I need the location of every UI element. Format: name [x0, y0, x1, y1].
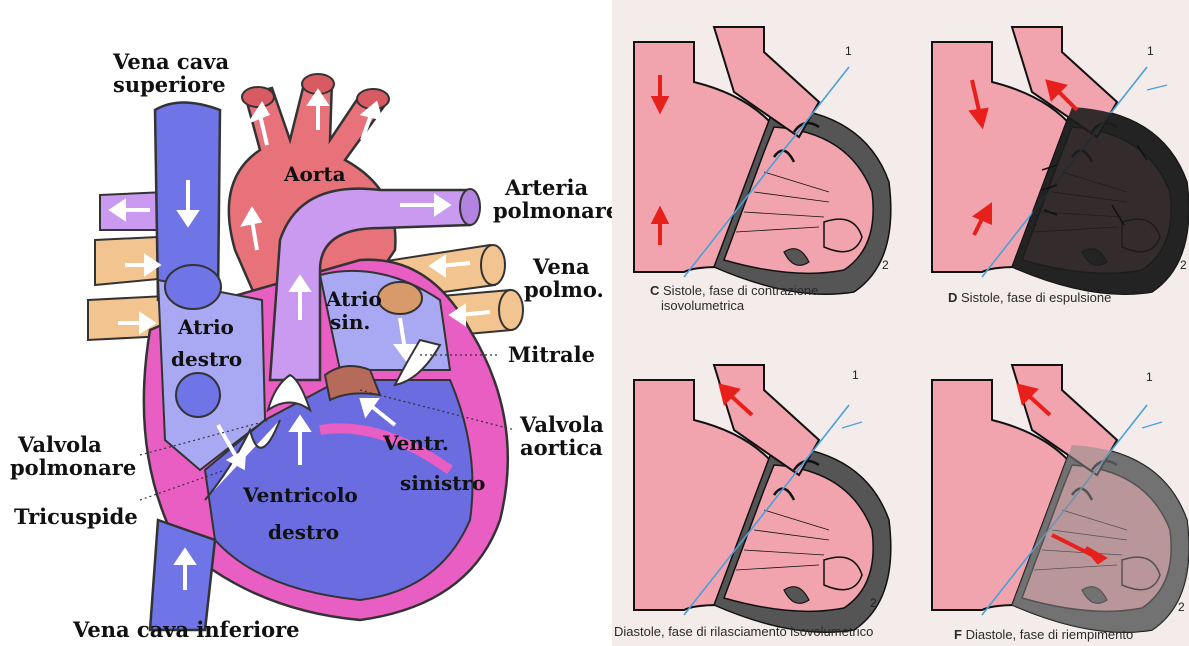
- label-ventr-sinistro-2: sinistro: [400, 472, 485, 495]
- label-atrio-destro-1: Atrio: [178, 316, 234, 339]
- label-atrio-sin-1: Atrio: [326, 288, 382, 311]
- panel-f-caption-line-1: Diastole, fase di riempimento: [966, 627, 1134, 642]
- label-valvola-aortica-1: Valvola: [520, 413, 604, 436]
- panel-f-line-2: 2: [1178, 600, 1185, 614]
- panel-e-caption-line-1: Diastole, fase di rilasciamento isovolum…: [614, 624, 873, 639]
- panel-d-line-2: 2: [1180, 258, 1187, 272]
- panel-e-heart: [634, 365, 891, 632]
- panel-c-letter: C: [650, 283, 659, 298]
- label-valvola-polmonare-2: polmonare: [10, 456, 136, 479]
- label-ventr-sinistro-1: Ventr.: [383, 432, 449, 455]
- panel-f-line-1: 1: [1146, 370, 1153, 384]
- label-vena-polmo-1: Vena: [533, 255, 590, 278]
- panel-e-line-1: 1: [852, 368, 859, 382]
- label-aorta: Aorta: [284, 163, 346, 186]
- cardiac-cycle-drawing: [612, 0, 1189, 646]
- panel-d-line-1: 1: [1147, 44, 1154, 58]
- label-arteria-polmonare-2: polmonare: [493, 199, 619, 222]
- panel-c-heart: [634, 27, 891, 294]
- panel-d-caption: D Sistole, fase di espulsione: [948, 290, 1111, 305]
- label-atrio-sin-2: sin.: [330, 311, 370, 334]
- panel-e-line-2: 2: [870, 596, 877, 610]
- label-mitrale: Mitrale: [508, 343, 595, 366]
- panel-c-line-1: 1: [845, 44, 852, 58]
- panel-c-caption: C Sistole, fase di contrazione isovolume…: [650, 283, 818, 313]
- label-vena-cava-superiore-2: superiore: [113, 73, 226, 96]
- inferior-vena-cava: [150, 520, 215, 630]
- heart-drawing: [0, 0, 612, 646]
- panel-c-caption-line-2: isovolumetrica: [650, 298, 744, 313]
- cardiac-cycle-figure: 1 2 1 2 1 2 1 2 C Sistole, fase di contr…: [612, 0, 1189, 646]
- heart-anatomy-diagram: Vena cava superiore Aorta Arteria polmon…: [0, 0, 612, 646]
- label-valvola-aortica-2: aortica: [520, 436, 603, 459]
- label-vena-cava-inferiore: Vena cava inferiore: [73, 618, 300, 641]
- panel-d-caption-line-1: Sistole, fase di espulsione: [961, 290, 1111, 305]
- panel-c-caption-line-1: Sistole, fase di contrazione: [663, 283, 818, 298]
- panel-f-letter: F: [954, 627, 962, 642]
- label-ventricolo-destro-1: Ventricolo: [243, 484, 358, 507]
- label-vena-cava-superiore-1: Vena cava: [113, 50, 229, 73]
- label-vena-polmo-2: polmo.: [524, 278, 604, 301]
- panel-f-caption: F Diastole, fase di riempimento: [954, 627, 1133, 642]
- panel-e-caption: Diastole, fase di rilasciamento isovolum…: [614, 624, 873, 639]
- label-tricuspide: Tricuspide: [14, 505, 138, 528]
- label-arteria-polmonare-1: Arteria: [505, 176, 588, 199]
- panel-c-line-2: 2: [882, 258, 889, 272]
- label-ventricolo-destro-2: destro: [268, 521, 339, 544]
- panel-d-letter: D: [948, 290, 957, 305]
- label-valvola-polmonare-1: Valvola: [18, 433, 102, 456]
- label-atrio-destro-2: destro: [171, 348, 242, 371]
